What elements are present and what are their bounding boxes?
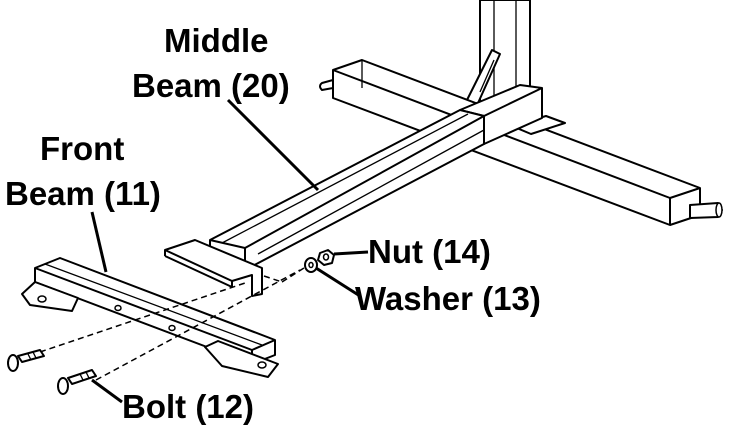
nut-label: Nut (14)	[368, 233, 491, 270]
nut-leader	[333, 250, 369, 256]
washer-leader	[315, 266, 361, 298]
middle-beam-label-line1: Middle	[164, 22, 269, 59]
middle-beam-label-line2: Beam (20)	[132, 67, 290, 104]
alignment-lines	[39, 267, 305, 381]
front-beam-right-foot	[204, 340, 279, 378]
middle-beam-flange	[164, 239, 263, 297]
crossbar-left-pin	[319, 79, 334, 91]
front-beam-label-line1: Front	[40, 130, 124, 167]
front-beam-left-foot	[21, 281, 79, 312]
bolt-upper	[7, 349, 45, 372]
bolt-label: Bolt (12)	[122, 388, 254, 425]
middle-beam-leader	[226, 98, 320, 192]
front-beam-label-line2: Beam (11)	[5, 175, 161, 212]
nut	[317, 249, 335, 266]
crossbar-right-pin	[689, 202, 723, 219]
front-beam-hole-1	[114, 304, 122, 312]
front-beam-leader	[90, 211, 108, 273]
washer-label: Washer (13)	[355, 280, 541, 317]
front-beam-hole-2	[168, 324, 176, 332]
washer	[304, 257, 318, 273]
bolt-leader	[91, 378, 123, 404]
bolt-lower	[57, 369, 97, 395]
